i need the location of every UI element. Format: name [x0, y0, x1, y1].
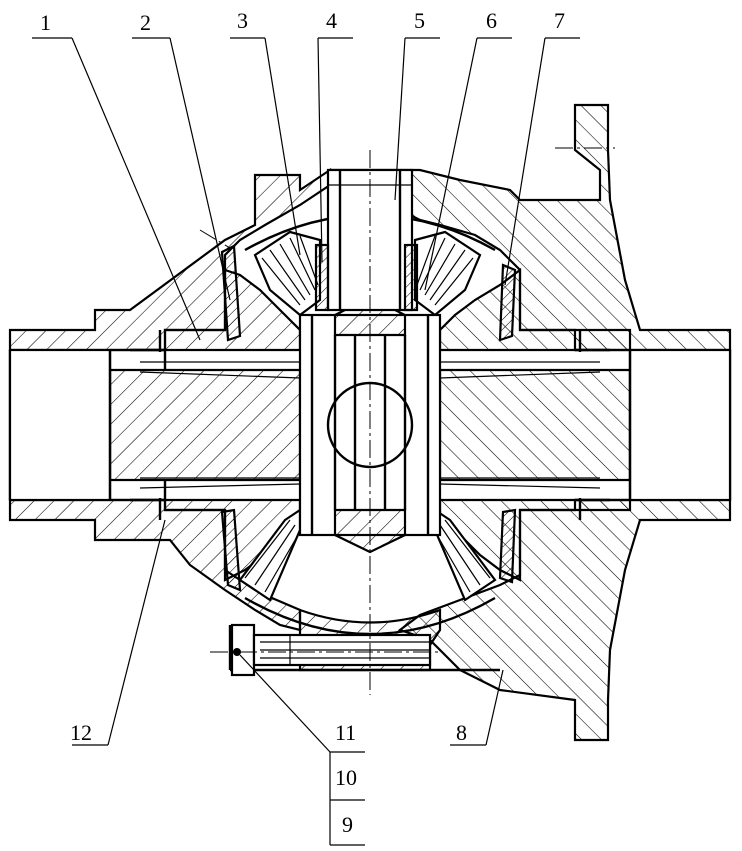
callout-2: 2 [140, 10, 151, 35]
callout-labels: 1 2 3 4 5 6 7 8 9 10 11 12 [40, 8, 565, 837]
callout-7: 7 [554, 8, 565, 33]
pinion-gears [238, 213, 497, 636]
locking-bolt [230, 623, 432, 677]
axle-splines [130, 348, 610, 502]
callout-11: 11 [335, 720, 356, 745]
callout-4: 4 [326, 8, 337, 33]
callout-3: 3 [237, 8, 248, 33]
callout-9: 9 [342, 812, 353, 837]
callout-12: 12 [70, 720, 92, 745]
callout-8: 8 [456, 720, 467, 745]
thrust-washers [158, 244, 582, 592]
callout-5: 5 [414, 8, 425, 33]
callout-10: 10 [335, 765, 357, 790]
center-lines [199, 147, 615, 695]
differential-pin [314, 168, 419, 312]
right-axle-bore [628, 348, 732, 502]
left-axle-bore [8, 348, 112, 502]
left-side-gear [108, 268, 302, 582]
callout-6: 6 [486, 8, 497, 33]
leader-lines [32, 37, 580, 846]
callout-1: 1 [40, 10, 51, 35]
